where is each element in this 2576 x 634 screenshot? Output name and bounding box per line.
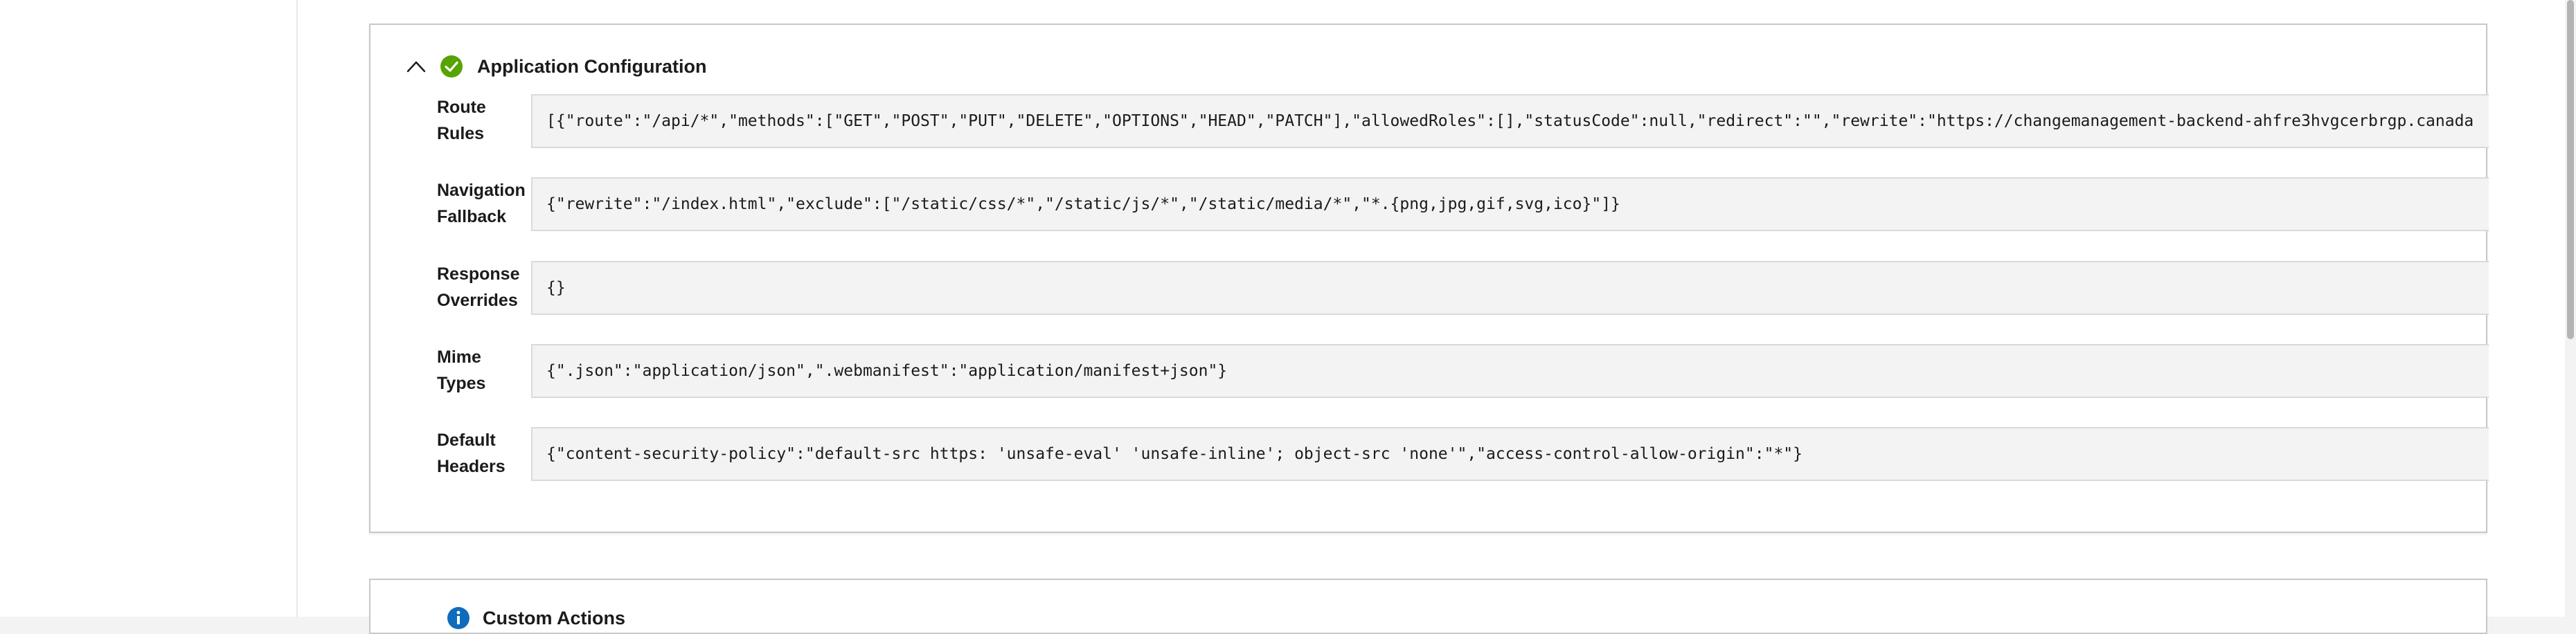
config-row-mime-types: Mime Types {".json":"application/json","… — [437, 344, 2489, 399]
application-configuration-panel: Application Configuration Route Rules [{… — [369, 24, 2489, 533]
field-label: Default Headers — [437, 431, 506, 476]
left-gutter — [0, 0, 296, 617]
check-circle-icon — [440, 55, 463, 78]
config-row-default-headers: Default Headers {"content-security-polic… — [437, 427, 2489, 482]
config-row-response-overrides: Response Overrides {} — [437, 261, 2489, 316]
field-label: Mime Types — [437, 347, 486, 393]
chevron-up-icon[interactable] — [400, 50, 433, 83]
field-label: Navigation Fallback — [437, 181, 526, 226]
panel-header: Custom Actions — [440, 606, 625, 630]
field-label: Response Overrides — [437, 264, 520, 310]
panel-title: Custom Actions — [483, 607, 626, 628]
mime-types-field[interactable]: {".json":"application/json",".webmanifes… — [531, 344, 2489, 398]
navigation-fallback-field[interactable]: {"rewrite":"/index.html","exclude":["/st… — [531, 177, 2489, 231]
vertical-scrollbar-thumb[interactable] — [2567, 0, 2574, 339]
custom-actions-panel: Custom Actions — [369, 579, 2487, 634]
response-overrides-field[interactable]: {} — [531, 261, 2489, 315]
panel-title: Application Configuration — [477, 55, 707, 77]
gutter-divider — [296, 0, 298, 617]
config-row-route-rules: Route Rules [{"route":"/api/*","methods"… — [437, 94, 2489, 150]
field-label: Route Rules — [437, 98, 486, 143]
info-circle-icon — [447, 606, 470, 630]
panel-header: Application Configuration — [400, 50, 706, 83]
route-rules-field[interactable]: [{"route":"/api/*","methods":["GET","POS… — [531, 94, 2489, 148]
config-row-navigation-fallback: Navigation Fallback {"rewrite":"/index.h… — [437, 177, 2489, 233]
default-headers-field[interactable]: {"content-security-policy":"default-src … — [531, 427, 2489, 481]
